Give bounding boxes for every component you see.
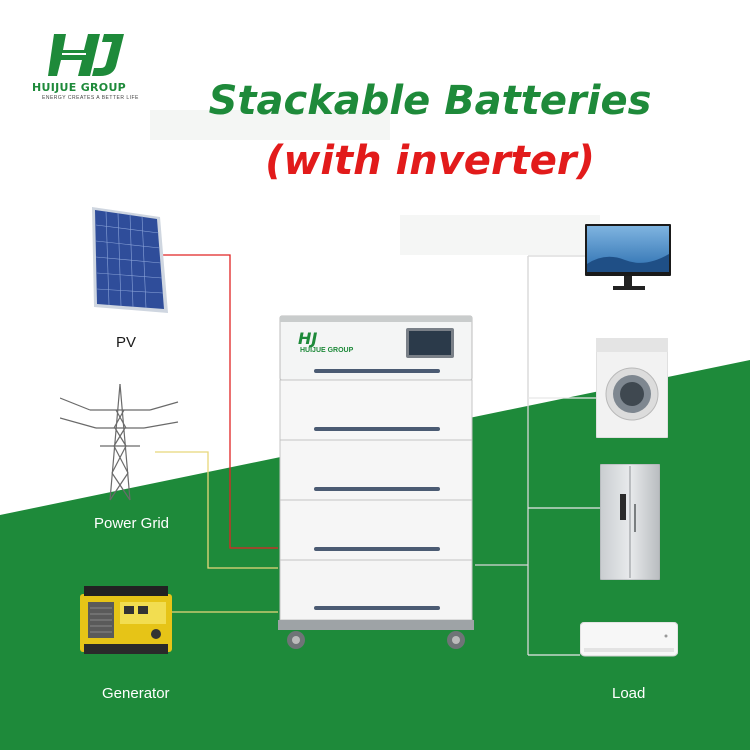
refrigerator-icon: [600, 464, 660, 580]
hj-logo-icon: [48, 34, 124, 76]
battery-stack-illustration: HJ: [278, 315, 474, 649]
washing-machine-icon: [596, 338, 668, 438]
pv-line: [160, 254, 278, 549]
power-grid-label: Power Grid: [94, 515, 170, 532]
generator-label: Generator: [102, 685, 170, 702]
battery-stack: HJ HUIJUE GROUP: [278, 314, 474, 650]
decor-shape: [150, 110, 390, 140]
brand-logo: [48, 30, 128, 83]
air-conditioner-icon: [580, 622, 678, 657]
generator-icon: [80, 586, 172, 654]
load-label: Load: [612, 685, 646, 702]
brand-name: HUIJUE GROUP: [32, 81, 127, 94]
battery-brand-name: HUIJUE GROUP: [300, 347, 354, 354]
grid-line: [155, 451, 278, 569]
svg-text:HJ: HJ: [298, 329, 317, 348]
title-line-1: Stackable Batteries: [208, 78, 652, 124]
monitor-icon: [585, 224, 671, 290]
transmission-tower-icon: [60, 383, 179, 501]
solar-panel-icon: [92, 207, 168, 313]
pv-label: PV: [116, 334, 137, 351]
title-line-2: (with inverter): [265, 138, 595, 184]
brand-tagline: ENERGY CREATES A BETTER LIFE: [42, 95, 139, 101]
decor-shape: [400, 215, 600, 255]
